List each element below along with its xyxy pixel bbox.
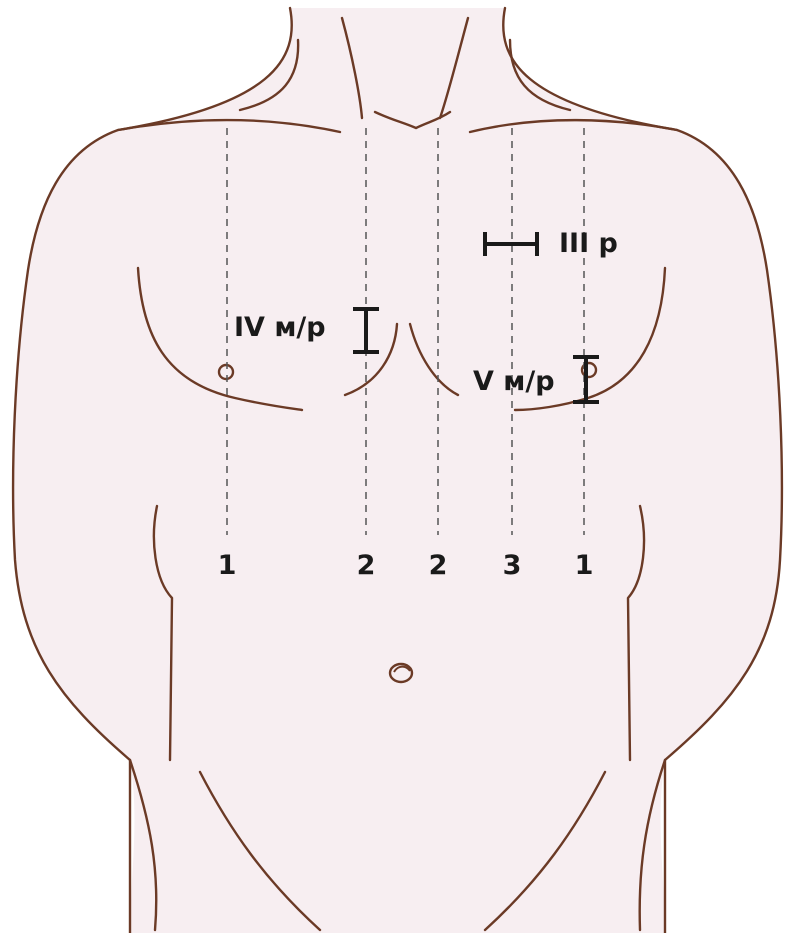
line-number: 2 [357,550,376,581]
line-number: 1 [575,550,594,581]
torso-silhouette [13,8,782,933]
line-number: 3 [503,550,522,581]
iv-space-label: IV м/р [234,312,326,343]
iii-rib-label: III р [559,228,618,259]
line-number: 1 [218,550,237,581]
line-number: 2 [429,550,448,581]
v-space-label: V м/р [473,366,555,397]
